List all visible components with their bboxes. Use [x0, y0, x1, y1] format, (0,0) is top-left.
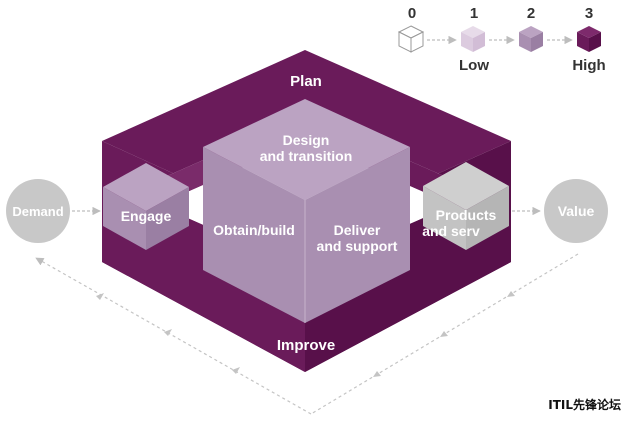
deliver-label-line1: Deliver — [334, 222, 381, 238]
legend-cube-3 — [577, 26, 601, 52]
design-label-line1: Design — [283, 132, 330, 148]
legend-level-3-caption: High — [572, 57, 605, 74]
watermark-text: ITIL先锋论坛 — [548, 398, 621, 412]
demand-circle — [6, 179, 70, 243]
central-cube — [203, 99, 410, 323]
legend-level-0-number: 0 — [408, 5, 416, 22]
legend-cube-1 — [461, 26, 485, 52]
value-label: Value — [558, 203, 595, 219]
demand-label: Demand — [12, 204, 63, 219]
legend-cube-0 — [397, 25, 425, 53]
plan-label: Plan — [290, 73, 322, 90]
engage-cube — [103, 163, 189, 250]
improve-label: Improve — [277, 337, 335, 354]
products-label-line2: and serv — [422, 223, 480, 239]
products-label-line1: Products — [436, 207, 497, 223]
legend: 0 1 2 3 Low High — [397, 5, 606, 74]
legend-level-1-caption: Low — [459, 57, 489, 74]
deliver-label-line2: and support — [317, 238, 398, 254]
legend-level-2-number: 2 — [527, 5, 535, 22]
value-circle — [544, 179, 608, 243]
feedback-loop — [35, 253, 579, 415]
legend-cube-2 — [519, 26, 543, 52]
engage-label: Engage — [121, 208, 172, 224]
feedback-arrowheads — [96, 291, 515, 377]
legend-level-1-number: 1 — [470, 5, 478, 22]
design-label-line2: and transition — [260, 148, 353, 164]
obtain-build-label: Obtain/build — [213, 222, 295, 238]
legend-level-3-number: 3 — [585, 5, 593, 22]
products-services-cube — [423, 162, 509, 250]
